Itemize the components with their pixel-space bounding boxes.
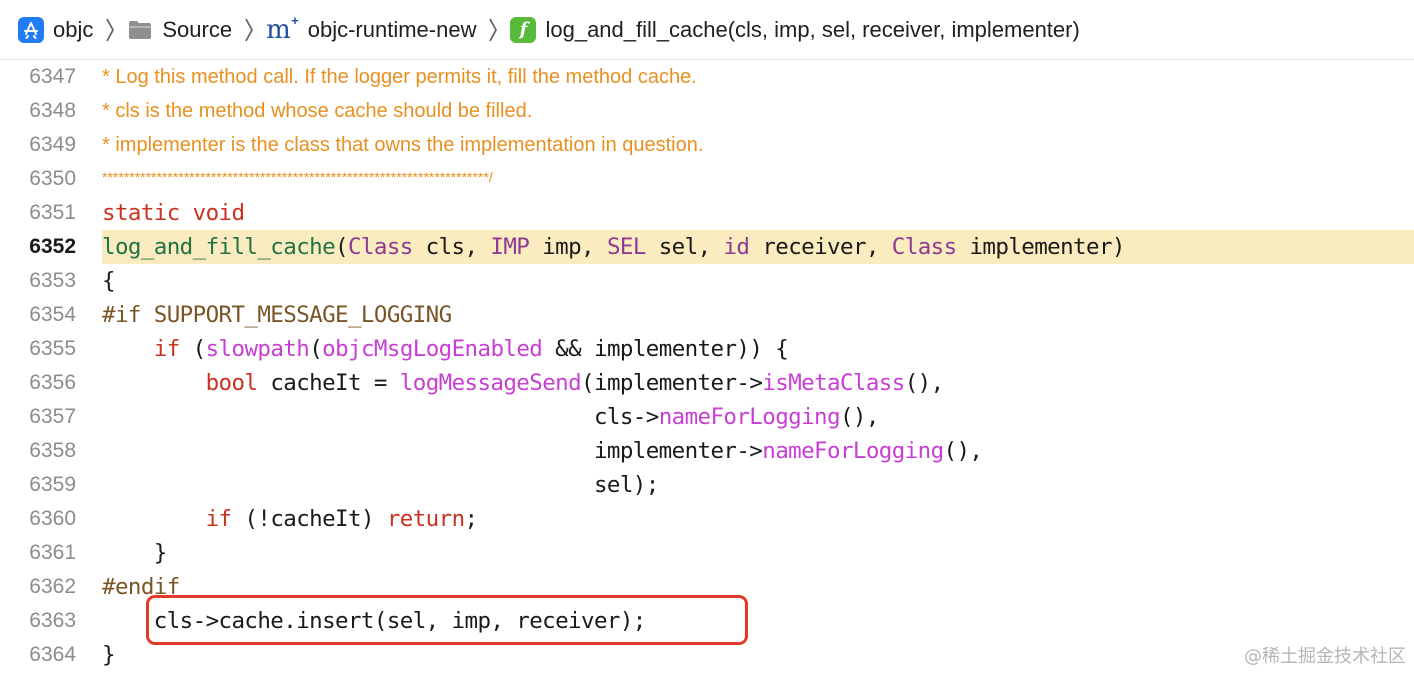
- chevron-right-icon: [106, 18, 115, 41]
- code-text[interactable]: * Log this method call. If the logger pe…: [102, 66, 697, 88]
- line-number[interactable]: 6348: [29, 99, 76, 122]
- code-line[interactable]: 6360 if (!cacheIt) return;: [0, 502, 1414, 536]
- code-line[interactable]: 6349 * implementer is the class that owns…: [0, 128, 1414, 162]
- code-line[interactable]: 6348 * cls is the method whose cache shou…: [0, 94, 1414, 128]
- breadcrumb-label: objc-runtime-new: [307, 16, 477, 42]
- breadcrumb-item-project[interactable]: objc: [18, 16, 94, 43]
- breadcrumb-label: Source: [162, 16, 233, 42]
- line-number[interactable]: 6358: [29, 439, 76, 462]
- code-text[interactable]: sel);: [102, 472, 659, 498]
- code-line[interactable]: 6347 * Log this method call. If the logge…: [0, 60, 1414, 94]
- code-text[interactable]: {: [102, 268, 116, 294]
- code-line[interactable]: 6357 cls->nameForLogging(),: [0, 400, 1414, 434]
- line-number[interactable]: 6354: [29, 303, 76, 326]
- code-text[interactable]: }: [102, 642, 116, 668]
- chevron-right-icon: [489, 18, 498, 41]
- code-line[interactable]: 6352 log_and_fill_cache(Class cls, IMP im…: [0, 230, 1414, 264]
- line-number[interactable]: 6350: [29, 167, 76, 190]
- code-text[interactable]: * implementer is the class that owns the…: [102, 134, 704, 156]
- code-line[interactable]: 6363 cls->cache.insert(sel, imp, receive…: [0, 604, 1414, 638]
- annotation-highlight-box: [146, 595, 748, 645]
- code-text[interactable]: cls->nameForLogging(),: [102, 404, 879, 430]
- code-line[interactable]: 6353 {: [0, 264, 1414, 298]
- code-text[interactable]: bool cacheIt = logMessageSend(implemente…: [205, 370, 945, 396]
- line-number[interactable]: 6353: [29, 269, 76, 292]
- code-line[interactable]: 6364}: [0, 638, 1414, 672]
- line-number[interactable]: 6352: [29, 235, 76, 258]
- line-number[interactable]: 6355: [29, 337, 76, 360]
- code-line[interactable]: 6356 bool cacheIt = logMessageSend(imple…: [0, 366, 1414, 400]
- line-number[interactable]: 6347: [29, 65, 76, 88]
- code-line[interactable]: 6350 ************************************…: [0, 162, 1414, 196]
- line-number[interactable]: 6364: [29, 643, 76, 666]
- line-number[interactable]: 6349: [29, 133, 76, 156]
- line-number[interactable]: 6356: [29, 371, 76, 394]
- breadcrumb-item-function[interactable]: f log_and_fill_cache(cls, imp, sel, rece…: [510, 16, 1080, 43]
- code-line[interactable]: 6354 #if SUPPORT_MESSAGE_LOGGING: [0, 298, 1414, 332]
- code-text[interactable]: static void: [102, 200, 245, 226]
- code-text[interactable]: cls->cache.insert(sel, imp, receiver);: [102, 608, 647, 634]
- line-number[interactable]: 6357: [29, 405, 76, 428]
- objc-source-file-icon: m+: [266, 12, 299, 45]
- line-number[interactable]: 6359: [29, 473, 76, 496]
- line-number[interactable]: 6360: [29, 507, 76, 530]
- breadcrumb-label: objc: [53, 16, 94, 42]
- jump-bar: objc Source m+ objc-runtime-new f log_an…: [0, 0, 1414, 60]
- code-line[interactable]: 6359 sel);: [0, 468, 1414, 502]
- folder-icon: [127, 17, 153, 43]
- line-number[interactable]: 6363: [29, 609, 76, 632]
- code-text[interactable]: if (!cacheIt) return;: [205, 506, 479, 532]
- code-text[interactable]: log_and_fill_cache(Class cls, IMP imp, S…: [102, 230, 1414, 264]
- code-text[interactable]: * cls is the method whose cache should b…: [102, 100, 533, 122]
- code-text[interactable]: implementer->nameForLogging(),: [102, 438, 983, 464]
- code-line[interactable]: 6358 implementer->nameForLogging(),: [0, 434, 1414, 468]
- code-editor[interactable]: 6347 * Log this method call. If the logge…: [0, 60, 1414, 674]
- code-line[interactable]: 6361 }: [0, 536, 1414, 570]
- line-number[interactable]: 6361: [29, 541, 76, 564]
- app-store-icon: [18, 16, 44, 43]
- breadcrumb-item-file[interactable]: m+ objc-runtime-new: [266, 12, 477, 45]
- breadcrumb-label: log_and_fill_cache(cls, imp, sel, receiv…: [545, 16, 1080, 42]
- code-text[interactable]: if (slowpath(objcMsgLogEnabled && implem…: [153, 336, 789, 362]
- code-text[interactable]: }: [102, 540, 168, 566]
- code-line[interactable]: 6355 if (slowpath(objcMsgLogEnabled && i…: [0, 332, 1414, 366]
- function-icon: f: [510, 16, 537, 43]
- watermark: @稀土掘金技术社区: [1244, 646, 1406, 667]
- chevron-right-icon: [245, 18, 254, 41]
- code-line[interactable]: 6351 static void: [0, 196, 1414, 230]
- code-text[interactable]: #if SUPPORT_MESSAGE_LOGGING: [102, 302, 452, 328]
- code-text[interactable]: ****************************************…: [102, 169, 493, 185]
- breadcrumb-item-source[interactable]: Source: [127, 17, 232, 43]
- line-number[interactable]: 6351: [29, 201, 76, 224]
- line-number[interactable]: 6362: [29, 575, 76, 598]
